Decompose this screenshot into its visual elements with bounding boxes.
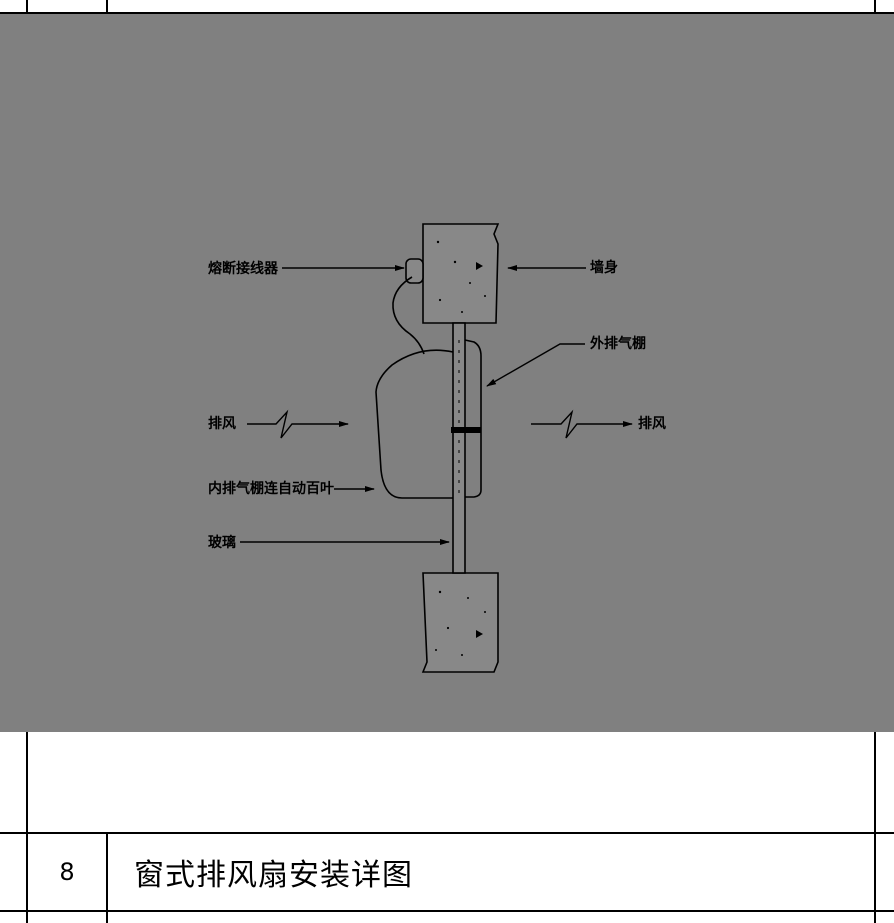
leader-outer-hood (486, 343, 585, 387)
frame-top-stub (106, 0, 108, 13)
title-block-top-line (0, 832, 894, 834)
fan-mount (451, 427, 481, 433)
label-exhaust-right: 排风 (638, 416, 666, 432)
inner-hood (375, 349, 454, 499)
connector-cable (392, 276, 425, 355)
label-fuse-connector: 熔断接线器 (208, 261, 278, 277)
title-block-divider (106, 832, 108, 923)
outer-hood (464, 339, 482, 498)
airflow-right (531, 409, 633, 439)
lower-wall-section (421, 572, 499, 673)
glass-pane (452, 322, 466, 574)
title-block-bottom-line (0, 910, 894, 912)
fuse-connector (405, 258, 424, 284)
label-inner-hood-louver: 内排气棚连自动百叶 (208, 481, 334, 497)
label-outer-hood: 外排气棚 (590, 336, 646, 352)
installation-diagram (240, 223, 633, 673)
drawing-number: 8 (59, 858, 75, 886)
upper-wall-section (422, 223, 500, 324)
frame-top-divider (0, 12, 894, 14)
label-glass: 玻璃 (208, 535, 236, 551)
drawing-title: 窗式排风扇安装详图 (134, 858, 413, 893)
airflow-left (247, 409, 349, 439)
label-wall: 墙身 (590, 260, 618, 276)
label-exhaust-left: 排风 (208, 416, 236, 432)
drawing-area: 熔断接线器 墙身 外排气棚 排风 排风 内排气棚连自动百叶 玻璃 (0, 14, 894, 732)
